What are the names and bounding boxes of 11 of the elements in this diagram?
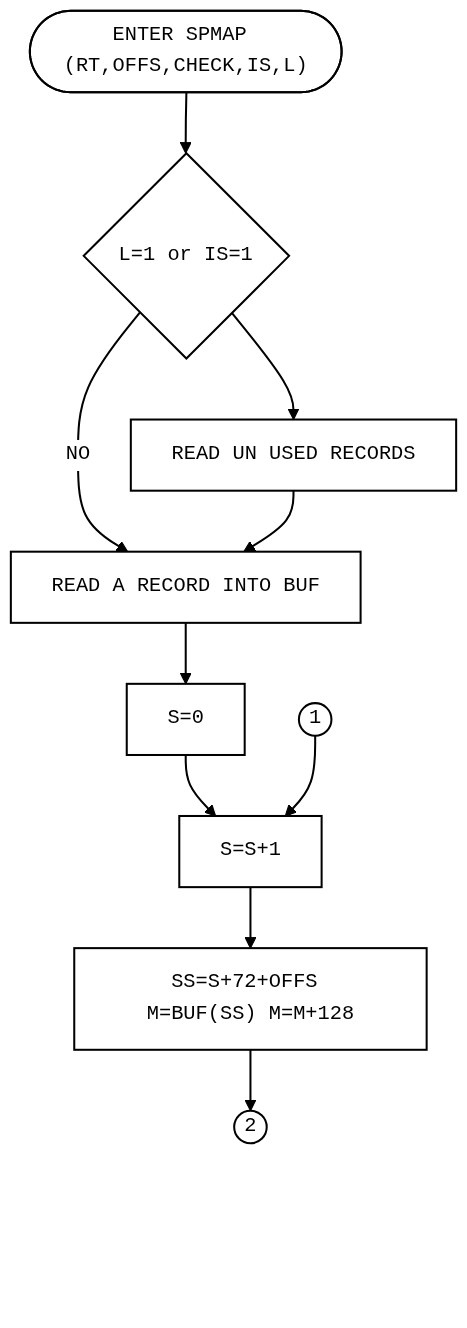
node-circle: 1 [297,702,333,737]
edge-label: NO [65,442,91,466]
arrow [244,887,257,949]
arrow [179,92,192,154]
node-box: S=0 [125,682,246,756]
node-box: READ A RECORD INTO BUF [9,550,362,624]
node-box: READ UN USED RECORDS [129,418,458,492]
node-box: S=S+1 [178,814,323,889]
node-diamond: L=1 or IS=1 [82,151,291,360]
node-box: SS=S+72+OFFS M=BUF(SS) M=M+128 [73,947,428,1051]
node-circle: 2 [233,1109,268,1145]
